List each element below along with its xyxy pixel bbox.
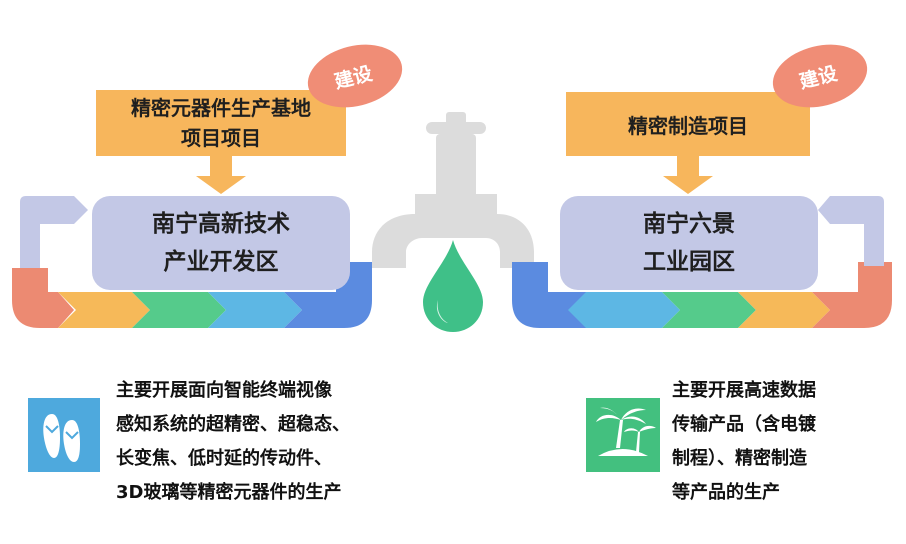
right-down-arrow bbox=[663, 156, 713, 194]
left-zone-line1: 南宁高新技术 bbox=[152, 211, 290, 237]
right-zone-line2: 工业园区 bbox=[643, 249, 735, 275]
right-project-box bbox=[566, 92, 810, 156]
left-down-arrow bbox=[196, 156, 246, 194]
right-build-tag bbox=[772, 44, 868, 108]
right-zone-line1: 南宁六景 bbox=[643, 211, 735, 237]
left-project-line2: 项目项目 bbox=[181, 126, 261, 150]
faucet-icon bbox=[372, 112, 534, 268]
flip-flops-icon bbox=[28, 398, 100, 472]
right-description: 主要开展高速数据 传输产品（含电镀 制程）、精密制造 等产品的生产 bbox=[672, 374, 816, 510]
right-cycle-ring bbox=[512, 196, 892, 328]
left-project-box bbox=[96, 90, 346, 156]
left-desc-line: 主要开展面向智能终端视像 bbox=[116, 380, 332, 401]
water-drop-icon bbox=[423, 240, 483, 332]
right-desc-line: 主要开展高速数据 bbox=[672, 380, 816, 401]
left-description: 主要开展面向智能终端视像 感知系统的超精密、超稳态、 长变焦、低时延的传动件、 … bbox=[116, 374, 350, 510]
left-cycle-ring bbox=[12, 196, 372, 328]
right-project-title: 精密制造项目 bbox=[628, 113, 748, 138]
left-zone-title: 南宁高新技术 产业开发区 bbox=[92, 196, 350, 290]
left-zone-line2: 产业开发区 bbox=[163, 249, 279, 275]
right-zone-box bbox=[560, 196, 818, 290]
right-desc-line: 等产品的生产 bbox=[672, 482, 780, 503]
left-project-line1: 精密元器件生产基地 bbox=[131, 96, 311, 120]
left-zone-box bbox=[92, 196, 350, 290]
right-desc-line: 制程）、精密制造 bbox=[672, 448, 807, 469]
left-desc-line: 3D玻璃等精密元器件的生产 bbox=[116, 482, 342, 503]
left-build-tag bbox=[307, 44, 403, 108]
left-project-title: 精密元器件生产基地 项目项目 bbox=[96, 90, 346, 156]
left-desc-line: 感知系统的超精密、超稳态、 bbox=[116, 414, 350, 435]
right-desc-line: 传输产品（含电镀 bbox=[672, 414, 816, 435]
right-zone-title: 南宁六景 工业园区 bbox=[560, 196, 818, 290]
palm-island-icon bbox=[586, 398, 660, 472]
left-desc-line: 长变焦、低时延的传动件、 bbox=[116, 448, 332, 469]
